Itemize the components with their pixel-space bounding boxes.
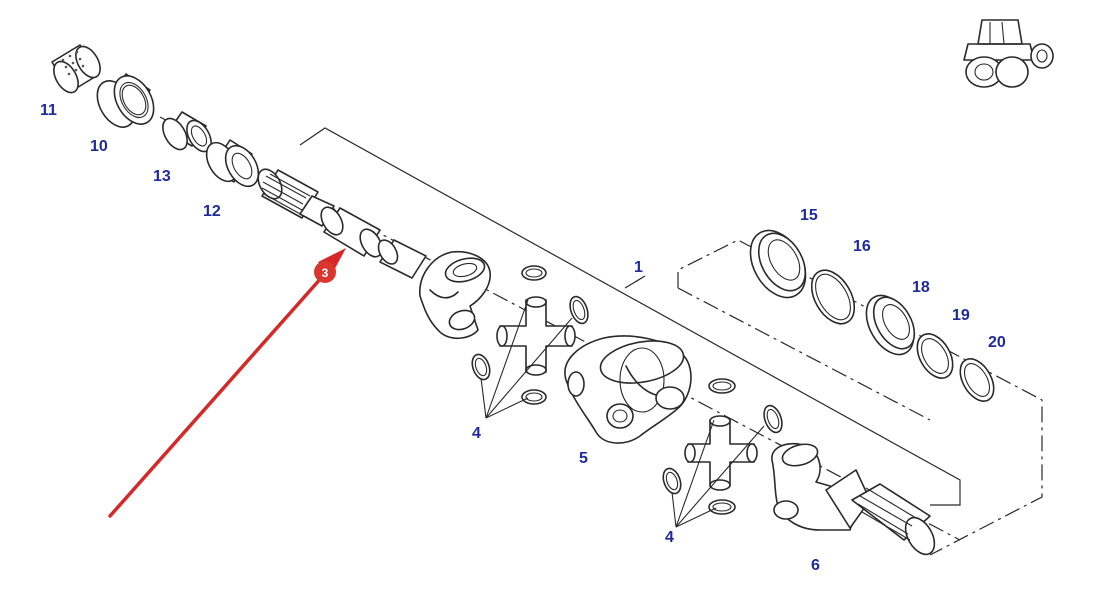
part-18-bearing-ring: [865, 294, 916, 356]
label-part-18: 18: [912, 279, 930, 296]
part-3-shaft-tube: [320, 206, 427, 279]
label-part-5: 5: [579, 450, 588, 467]
part-16-snap-ring: [810, 269, 856, 325]
part-19-washer: [916, 333, 954, 379]
label-part-4-right: 4: [665, 529, 674, 546]
callout-badge-3: 3: [314, 261, 336, 283]
part-6-output-yoke: [771, 442, 936, 556]
label-part-20: 20: [988, 334, 1006, 351]
label-part-4-left: 4: [472, 425, 481, 442]
leader-lines-4-left: [480, 299, 573, 419]
label-part-1: 1: [634, 259, 643, 276]
cross-journal-left: [471, 265, 589, 405]
tractor-icon: [963, 19, 1054, 88]
red-pointer-arrow: [108, 248, 346, 518]
label-part-12: 12: [203, 203, 221, 220]
label-part-13: 13: [153, 168, 171, 185]
label-part-11: 11: [40, 102, 57, 119]
part-11-needle-bearing: [51, 44, 101, 94]
assembly-bracket-1: [299, 127, 961, 506]
part-5-center-housing: [564, 335, 692, 444]
label-part-6: 6: [811, 557, 820, 574]
part-15-seal: [749, 229, 807, 299]
part-12-ring: [205, 139, 260, 188]
label-part-10: 10: [90, 138, 108, 155]
callout-badge-number: 3: [322, 266, 329, 280]
yoke-left: [419, 250, 491, 340]
part-20-circlip: [959, 358, 995, 402]
label-part-15: 15: [800, 207, 818, 224]
part-10-threaded-nut: [96, 73, 155, 128]
label-part-16: 16: [853, 238, 871, 255]
assembly-bracket-seals: [677, 239, 1043, 556]
label-part-19: 19: [952, 307, 970, 324]
leader-lines-4-right: [671, 419, 765, 528]
cross-journal-right: [662, 378, 783, 515]
